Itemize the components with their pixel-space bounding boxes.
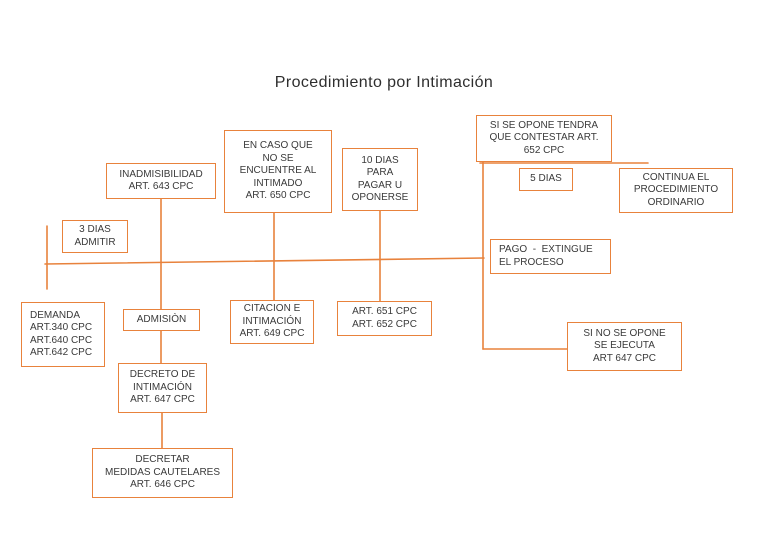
- node-art-651-652: ART. 651 CPC ART. 652 CPC: [337, 301, 432, 336]
- connector-main-horizontal: [44, 257, 485, 265]
- node-5-dias: 5 DIAS: [519, 168, 573, 191]
- page-title: Procedimiento por Intimación: [274, 74, 494, 91]
- node-si-no-se-opone: SI NO SE OPONE SE EJECUTA ART 647 CPC: [567, 322, 682, 371]
- node-demanda: DEMANDA ART.340 CPC ART.640 CPC ART.642 …: [21, 302, 105, 367]
- node-decretar-cautelares: DECRETAR MEDIDAS CAUTELARES ART. 646 CPC: [92, 448, 233, 498]
- node-10-dias-pagar: 10 DIAS PARA PAGAR U OPONERSE: [342, 148, 418, 211]
- node-citacion-intimacion: CITACION E INTIMACIÓN ART. 649 CPC: [230, 300, 314, 344]
- node-decreto-intimacion: DECRETO DE INTIMACIÓN ART. 647 CPC: [118, 363, 207, 413]
- node-en-caso-no-encuentre: EN CASO QUE NO SE ENCUENTRE AL INTIMADO …: [224, 130, 332, 213]
- node-si-se-opone: SI SE OPONE TENDRA QUE CONTESTAR ART. 65…: [476, 115, 612, 162]
- node-inadmisibilidad: INADMISIBILIDAD ART. 643 CPC: [106, 163, 216, 199]
- node-continua-ordinario: CONTINUA EL PROCEDIMIENTO ORDINARIO: [619, 168, 733, 213]
- node-pago-extingue: PAGO - EXTINGUE EL PROCESO: [490, 239, 611, 274]
- node-3-dias-admitir: 3 DIAS ADMITIR: [62, 220, 128, 253]
- node-admision: ADMISIÒN: [123, 309, 200, 331]
